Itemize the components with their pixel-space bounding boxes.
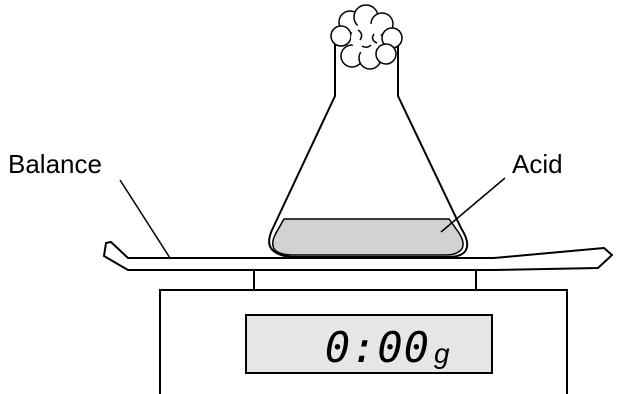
conical-flask [268, 44, 469, 258]
digital-display [245, 314, 493, 374]
balance-label: Balance [8, 149, 102, 179]
acid-liquid [272, 218, 464, 256]
acid-leader-line [440, 177, 506, 233]
display-unit: g [434, 338, 450, 369]
balance-leader-line [119, 179, 171, 259]
display-reading: 0:00 [325, 323, 430, 372]
cotton-wool-plug [330, 4, 403, 70]
balance-pan [103, 241, 613, 271]
acid-label: Acid [512, 149, 563, 179]
